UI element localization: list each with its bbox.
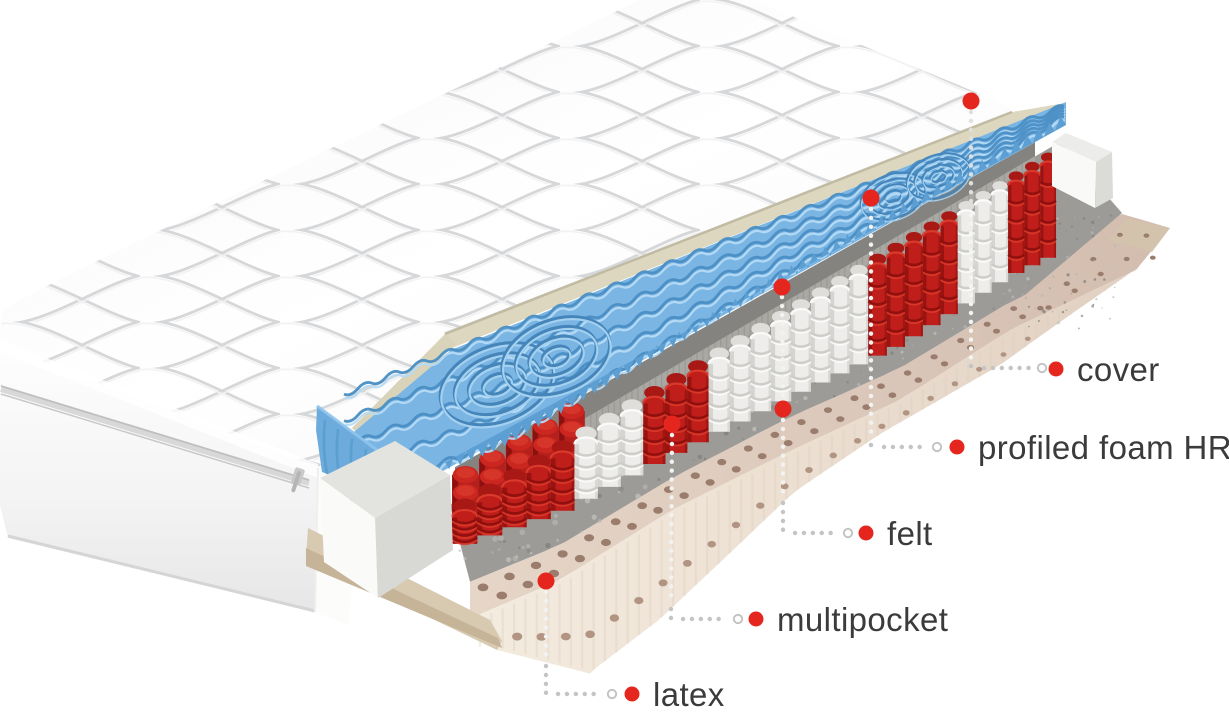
svg-text:profiled foam HR: profiled foam HR xyxy=(978,429,1229,466)
svg-text:latex: latex xyxy=(653,676,725,713)
svg-text:felt: felt xyxy=(887,515,933,552)
svg-text:multipocket: multipocket xyxy=(777,601,948,638)
svg-text:cover: cover xyxy=(1077,351,1160,388)
